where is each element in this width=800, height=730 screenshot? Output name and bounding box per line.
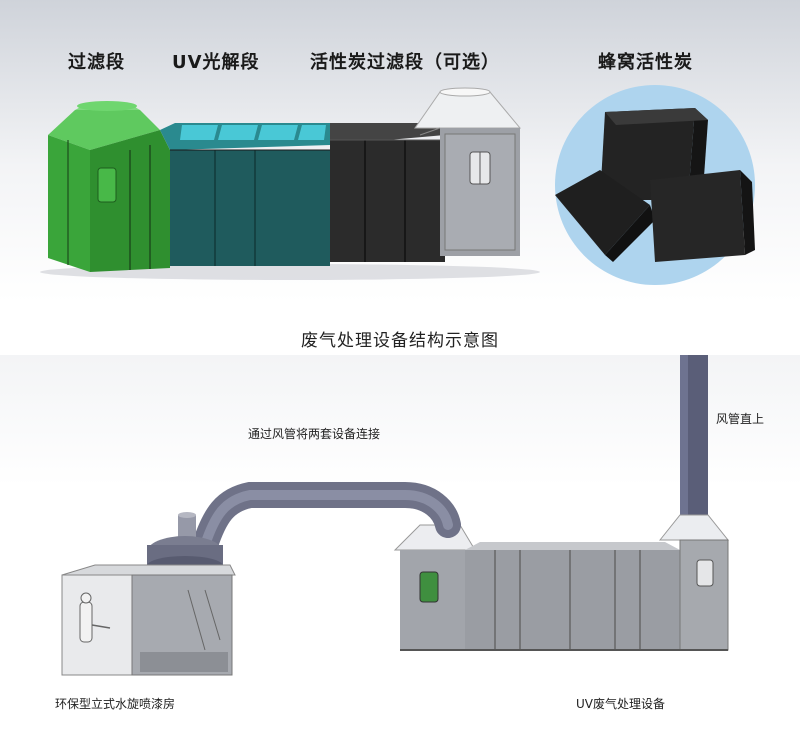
- spray-booth: [61, 564, 236, 676]
- top-equipment-illustration: [40, 85, 755, 285]
- carbon-section: [330, 123, 445, 262]
- label-honeycomb-carbon: 蜂窝活性炭: [598, 52, 693, 73]
- duct-connection-note: 通过风管将两套设备连接: [248, 427, 381, 441]
- filter-section: [48, 101, 170, 272]
- chimney-stack: [658, 355, 730, 541]
- diagram-caption: 废气处理设备结构示意图: [301, 331, 499, 351]
- connecting-duct: [192, 482, 461, 558]
- chimney-note: 风管直上: [716, 412, 765, 426]
- label-uv-section: UV光解段: [172, 52, 260, 73]
- label-carbon-section: 活性炭过滤段（可选）: [310, 52, 500, 73]
- honeycomb-carbon-image: [555, 85, 755, 285]
- uv-device-label: UV废气处理设备: [576, 697, 665, 711]
- label-filter-section: 过滤段: [68, 52, 125, 73]
- uv-device: [393, 524, 729, 651]
- spray-booth-label: 环保型立式水旋喷漆房: [55, 697, 176, 711]
- output-hood-section: [414, 87, 522, 256]
- uv-section: [160, 123, 330, 266]
